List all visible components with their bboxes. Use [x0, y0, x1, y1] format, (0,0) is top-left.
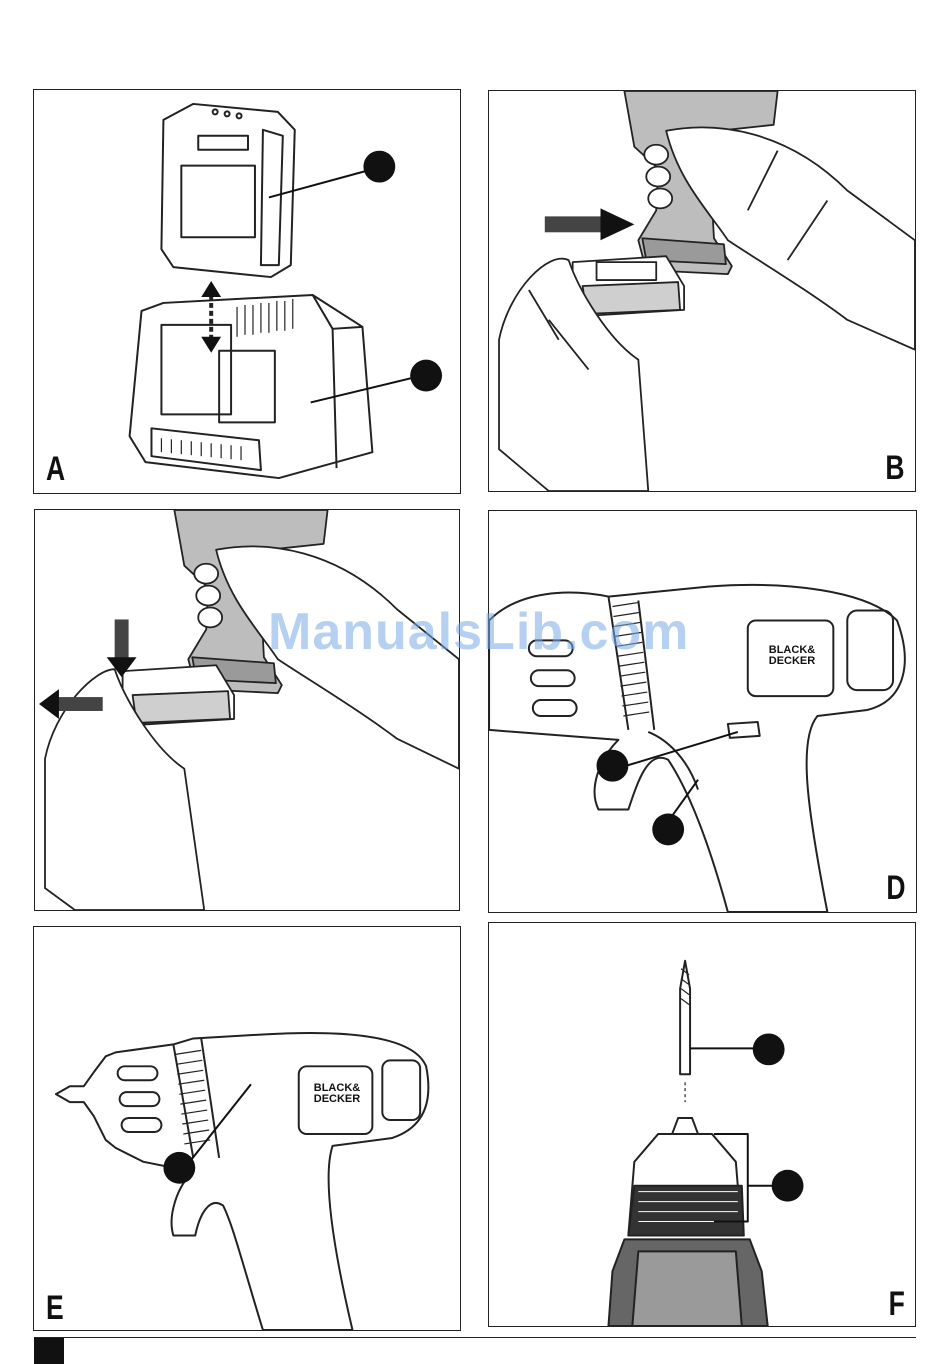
figure-panel-f: F: [488, 922, 916, 1327]
callout-marker: [753, 1033, 785, 1065]
brand-line-2: DECKER: [757, 656, 827, 667]
brand-line-2: DECKER: [304, 1094, 370, 1105]
panel-letter: E: [46, 1291, 64, 1325]
brand-logo: BLACK& DECKER: [304, 1083, 370, 1105]
battery-insert-illustration: [489, 91, 915, 491]
figure-panel-a: A: [33, 89, 461, 494]
battery-removal-illustration: [35, 510, 459, 910]
battery-and-charger-illustration: [34, 90, 460, 493]
callout-marker: [363, 151, 395, 183]
figure-panel-e: BLACK& DECKER E: [33, 926, 461, 1331]
figure-panel-b: B: [488, 90, 916, 492]
panel-letter: D: [887, 871, 906, 905]
drill-switch-illustration: [489, 511, 916, 912]
brand-logo: BLACK& DECKER: [757, 645, 827, 667]
panel-letter: B: [886, 451, 905, 485]
page-tab: [34, 1338, 64, 1364]
figure-panel-c: [34, 509, 460, 911]
callout-marker: [410, 360, 442, 392]
panel-letter: F: [889, 1287, 905, 1321]
callout-marker: [652, 813, 684, 845]
watermark: ManualsLib.com: [268, 602, 689, 662]
panel-letter: A: [46, 452, 65, 486]
callout-marker: [772, 1170, 804, 1202]
footer-rule: [34, 1337, 916, 1338]
drill-collar-illustration: [34, 927, 460, 1330]
callout-marker: [163, 1152, 195, 1184]
figure-panel-d: BLACK& DECKER D: [488, 510, 917, 913]
callout-marker: [597, 750, 629, 782]
drill-bit-chuck-illustration: [489, 923, 915, 1326]
